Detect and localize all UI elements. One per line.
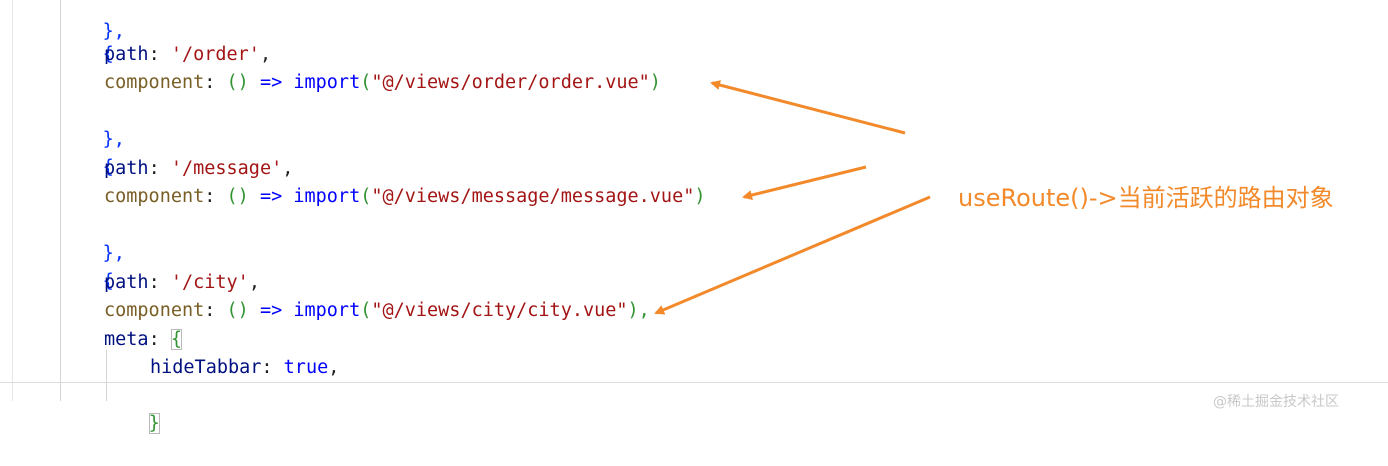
code-string: "@/views/order/order.vue" [371,72,650,93]
closing-brace-highlighted: } [148,413,160,434]
code-line: }, [58,212,125,264]
code-line: component: () => import("@/views/city/ci… [104,297,650,325]
code-boolean: true [283,357,329,378]
closing-brace: }, [102,243,125,264]
code-paren: ), [627,300,650,321]
closing-brace: }, [102,129,125,150]
code-comma: , [328,357,340,378]
code-comma: , [248,272,260,293]
editor-gutter-line [12,0,13,401]
code-paren: () [226,300,249,321]
code-key: component [104,186,205,207]
code-key: component [104,300,205,321]
code-string: "@/views/city/city.vue" [371,300,628,321]
code-keyword: import [293,300,361,321]
code-key: hideTabbar [150,357,262,378]
editor-bottom-rule [0,382,1388,383]
code-line: path: '/message', [104,155,293,183]
code-line: }, [58,98,125,150]
code-arrow: => [248,72,294,93]
code-paren: ) [694,186,706,207]
closing-brace: }, [102,21,125,42]
code-key: meta [104,329,149,350]
opening-brace: { [102,44,114,65]
code-comma: , [282,158,294,179]
code-colon: : [148,158,171,179]
indent-guide [60,0,61,401]
watermark: @稀土掘金技术社区 [1213,394,1339,410]
code-colon: : [148,44,171,65]
code-line: { [58,13,114,65]
code-paren: ) [649,72,661,93]
code-line: { [58,240,114,292]
annotation-arrows [654,80,931,315]
opening-brace: { [102,271,114,292]
code-line: meta: { [104,326,182,354]
annotation-arrow-message [742,165,867,200]
code-line: { [58,126,114,178]
code-line: path: '/order', [104,41,271,69]
code-string: '/message' [170,158,283,179]
code-key: component [104,72,205,93]
code-paren: ( [360,300,372,321]
code-colon: : [148,329,171,350]
code-key: path [104,272,149,293]
code-key: path [104,44,149,65]
indent-guide-meta [106,350,107,401]
code-arrow: => [248,300,294,321]
code-string: '/order' [170,44,260,65]
code-keyword: import [293,72,361,93]
code-colon: : [204,186,227,207]
code-paren: () [226,72,249,93]
code-arrow: => [248,186,294,207]
code-colon: : [261,357,284,378]
opening-brace: { [102,157,114,178]
annotation-arrow-order [710,80,906,135]
opening-brace-highlighted: { [170,329,182,350]
code-paren: () [226,186,249,207]
code-keyword: import [293,186,361,207]
code-line: hideTabbar: true, [150,354,339,382]
code-line: component: () => import("@/views/message… [104,183,706,211]
code-paren: ( [360,186,372,207]
code-comma: , [259,44,272,65]
code-string: '/city' [170,272,249,293]
annotation-arrow-city [654,195,931,315]
code-colon: : [204,72,227,93]
code-colon: : [204,300,227,321]
code-key: path [104,158,149,179]
code-line: }, [58,0,125,42]
code-line: path: '/city', [104,269,260,297]
code-paren: ( [360,72,372,93]
code-line: component: () => import("@/views/order/o… [104,69,661,97]
code-colon: : [148,272,171,293]
annotation-label: useRoute()->当前活跃的路由对象 [958,184,1334,212]
code-string: "@/views/message/message.vue" [371,186,695,207]
